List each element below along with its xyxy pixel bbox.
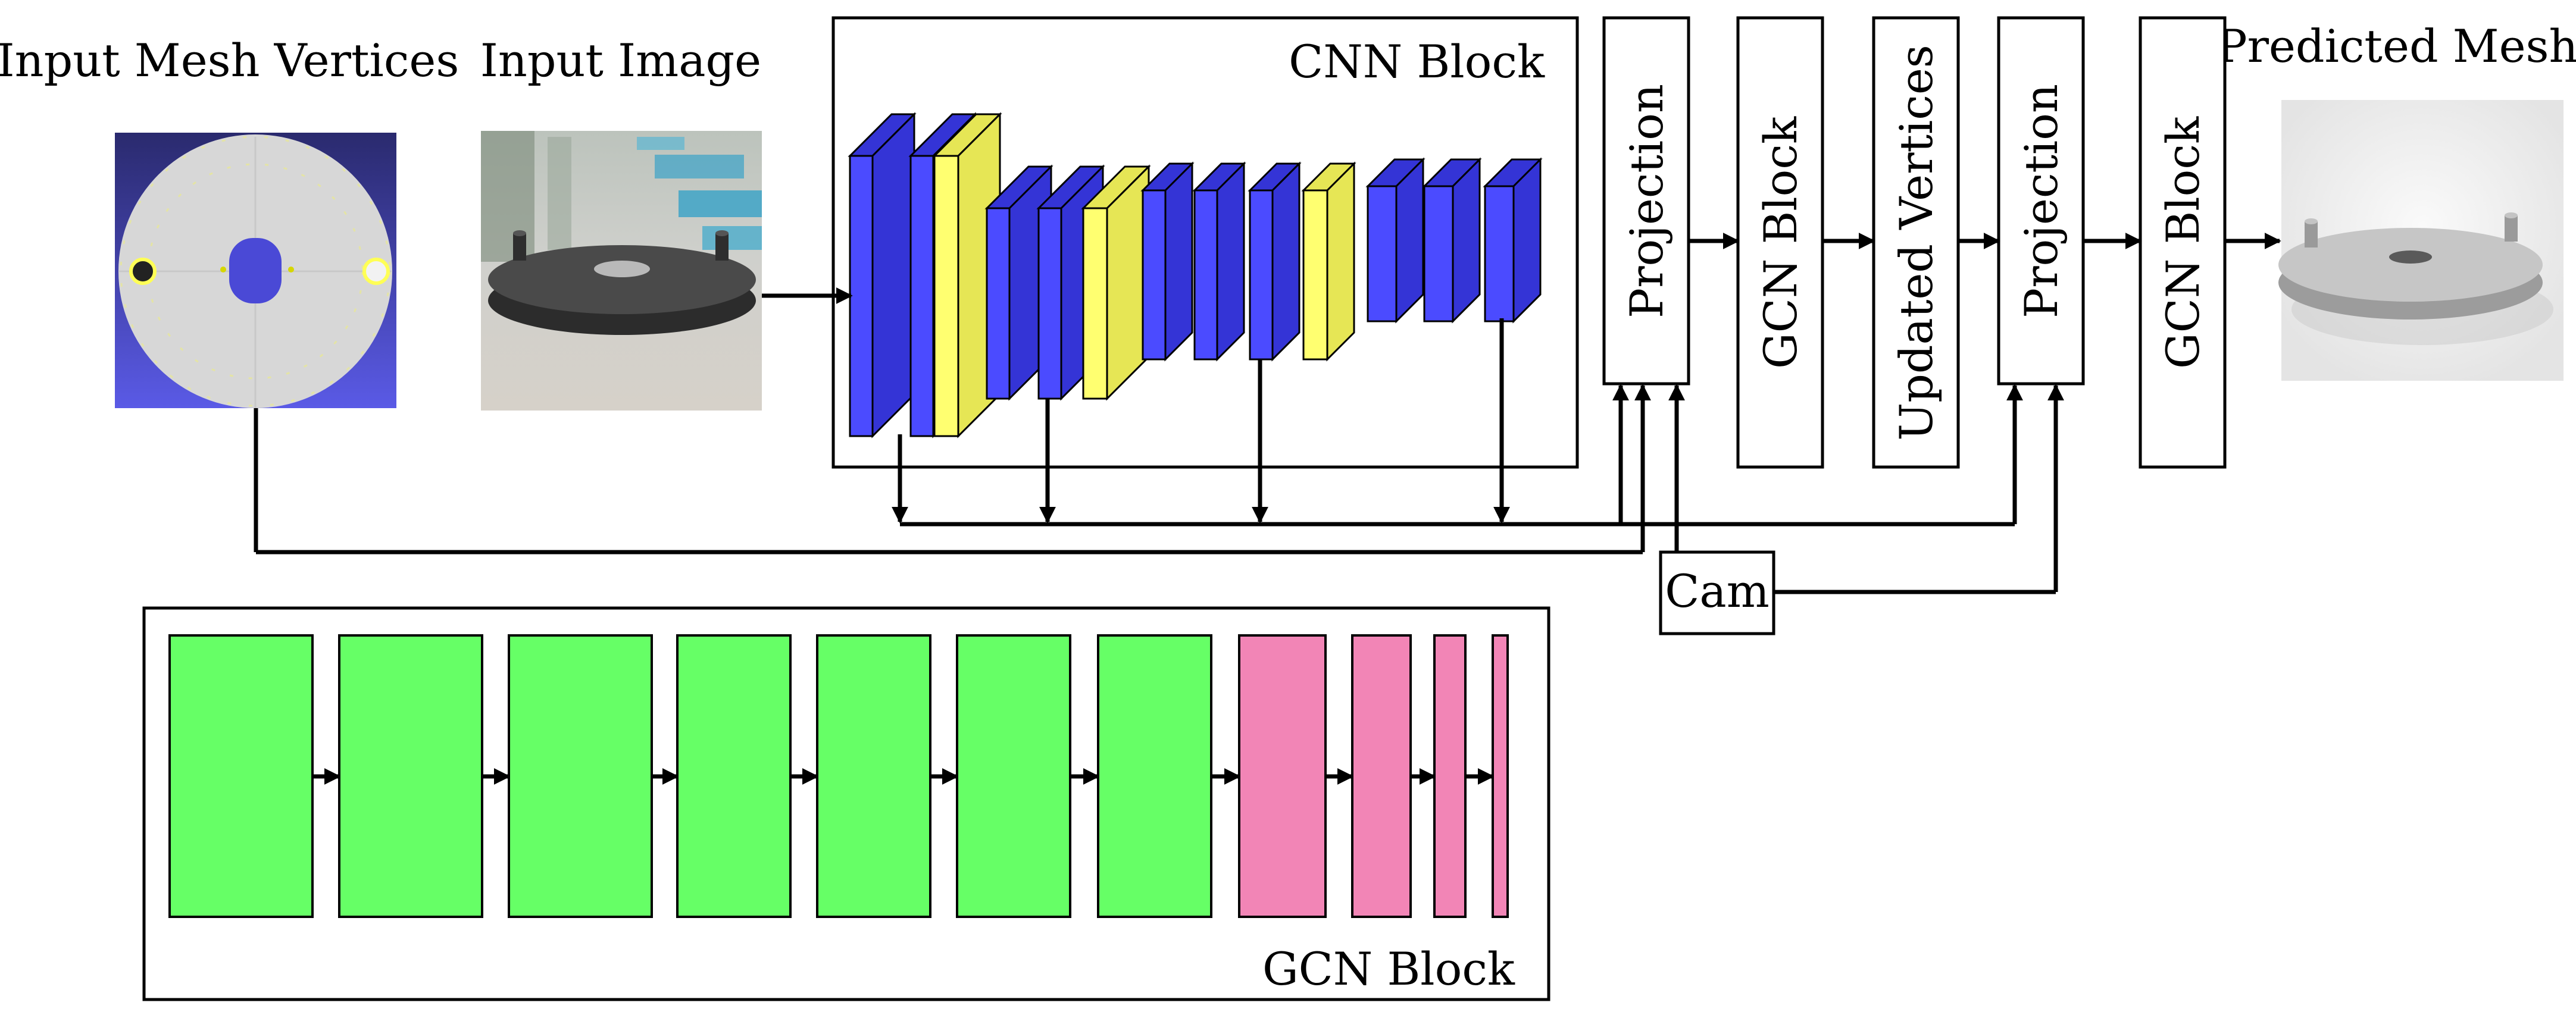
gcn-block-label-1: GCN Block bbox=[1754, 116, 1807, 369]
cnn-layer-blue bbox=[1192, 161, 1246, 362]
cnn-layer-blue bbox=[1365, 157, 1425, 324]
cam-label: Cam bbox=[1665, 565, 1770, 618]
gcn-layer-pink bbox=[1238, 634, 1327, 918]
gcn-layers bbox=[168, 634, 1509, 918]
gcn-layer-green bbox=[816, 634, 931, 918]
gcn-layer-green bbox=[1097, 634, 1212, 918]
cnn-layer-yellow bbox=[1081, 164, 1151, 401]
updated-vertices-label: Updated Vertices bbox=[1890, 45, 1943, 441]
gcn-layer-pink bbox=[1433, 634, 1467, 918]
gcn-layer-green bbox=[168, 634, 314, 918]
cnn-layer-blue bbox=[1422, 157, 1482, 324]
projection-label-1: Projection bbox=[1620, 84, 1673, 318]
gcn-layer-pink bbox=[1492, 634, 1509, 918]
gcn-layer-green bbox=[956, 634, 1071, 918]
gcn-layer-green bbox=[338, 634, 483, 918]
input-mesh-picture bbox=[115, 133, 396, 408]
connectors bbox=[254, 233, 2281, 594]
cnn-layer-blue bbox=[1248, 161, 1302, 362]
cnn-layer-blue bbox=[1140, 161, 1195, 362]
input-image-label: Input Image bbox=[480, 34, 761, 87]
cam-box bbox=[1659, 550, 1775, 635]
cnn-layer-blue bbox=[1483, 157, 1543, 324]
gcn-block-detail-label: GCN Block bbox=[1262, 942, 1515, 995]
projection-label-2: Projection bbox=[2015, 84, 2068, 318]
cnn-layer-blue bbox=[848, 112, 917, 438]
input-mesh-label: Input Mesh Vertices bbox=[0, 34, 459, 87]
cnn-block-label: CNN Block bbox=[1289, 35, 1545, 88]
input-image-picture bbox=[481, 131, 762, 411]
gcn-block-box-2 bbox=[2139, 16, 2227, 469]
gcn-block-label-2: GCN Block bbox=[2156, 116, 2209, 369]
predicted-mesh-label: Predicted Mesh bbox=[2217, 20, 2576, 73]
gcn-layer-green bbox=[508, 634, 653, 918]
gcn-layer-green bbox=[676, 634, 792, 918]
projection-box-2 bbox=[1997, 16, 2085, 386]
mesh-hole bbox=[229, 238, 282, 303]
projection-box-1 bbox=[1602, 16, 1690, 386]
cnn-layers bbox=[848, 112, 1543, 438]
predicted-mesh-picture bbox=[2278, 100, 2564, 381]
cnn-layer-yellow bbox=[1301, 161, 1356, 362]
gcn-layer-pink bbox=[1351, 634, 1412, 918]
